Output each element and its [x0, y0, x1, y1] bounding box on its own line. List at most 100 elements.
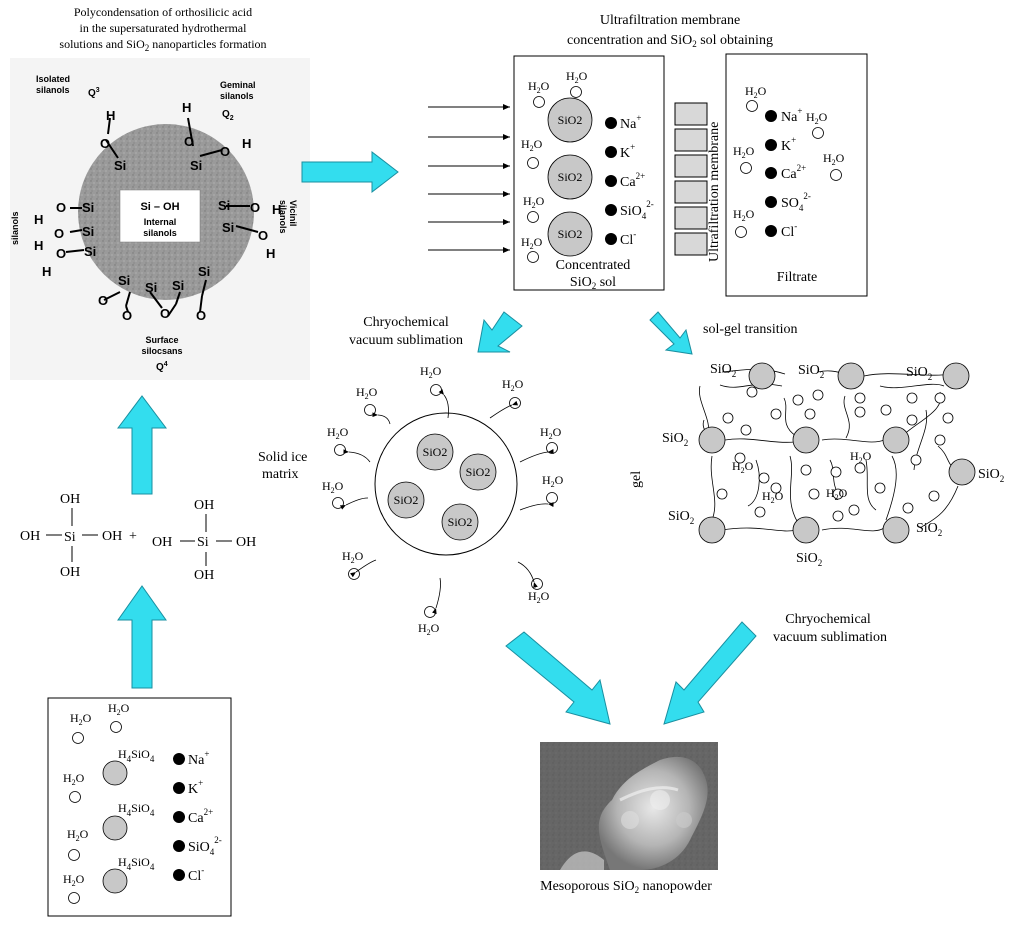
water-label: H2O — [762, 489, 784, 505]
ion-label: K+ — [188, 778, 203, 797]
svg-text:Si: Si — [218, 198, 230, 213]
water-label: H2O — [542, 473, 564, 489]
water-label: H2O — [540, 425, 562, 441]
water-molecule — [533, 96, 545, 108]
water-label: H2O — [733, 207, 755, 223]
svg-text:OH: OH — [152, 535, 172, 550]
h4sio4-label: H4SiO4 — [118, 801, 155, 818]
water-molecule — [910, 454, 922, 466]
water-label: H2O — [70, 711, 92, 727]
svg-text:silanols: silanols — [143, 228, 177, 238]
membrane-label: Ultrafiltration membrane — [707, 122, 722, 262]
svg-text:silanols: silanols — [278, 200, 288, 234]
water-molecule — [880, 404, 892, 416]
svg-text:OH: OH — [194, 568, 214, 583]
ultrafiltration-membrane: Ultrafiltration membrane — [674, 102, 722, 262]
vapor-arrow — [339, 497, 369, 510]
water-label: H2O — [327, 425, 349, 441]
sio2-particle — [792, 516, 820, 544]
svg-text:Internal: Internal — [144, 217, 177, 227]
ion-label: Na+ — [188, 749, 209, 768]
ion-label: Cl- — [781, 221, 797, 240]
sio2-label: SiO2 — [916, 521, 942, 538]
water-molecule — [758, 472, 770, 484]
sublimation-label-2: vacuum sublimation — [349, 333, 463, 348]
sio2-particle — [547, 97, 593, 143]
water-label: H2O — [823, 151, 845, 167]
sio2-particle-label: SiO2 — [394, 493, 419, 507]
sio2-label: SiO2 — [662, 431, 688, 448]
svg-text:H: H — [34, 212, 43, 227]
uf-title: Ultrafiltration membrane concentration a… — [567, 13, 773, 49]
water-label: H2O — [63, 771, 85, 787]
vapor-arrow — [519, 502, 554, 511]
water-molecule — [928, 490, 940, 502]
particle-atoms: Si Si Si Si Si Si Si Si Si Si Si O O O O… — [34, 100, 281, 323]
h4sio4-label: H4SiO4 — [118, 747, 155, 764]
svg-text:Si: Si — [190, 158, 202, 173]
sio2-particle — [416, 433, 454, 471]
sio2-particle — [102, 760, 128, 786]
svg-text:silanols: silanols — [220, 91, 254, 101]
svg-text:silanols: silanols — [36, 85, 70, 95]
ion-dot — [765, 196, 777, 208]
ion-label: Cl- — [620, 229, 636, 248]
water-molecule — [906, 392, 918, 404]
water-molecule — [348, 568, 360, 580]
water-label: H2O — [521, 235, 543, 251]
ion-label: K+ — [781, 135, 796, 154]
concentrated-label: Concentrated — [556, 258, 631, 273]
water-molecule — [332, 497, 344, 509]
water-molecule — [854, 406, 866, 418]
svg-text:Isolated: Isolated — [36, 74, 70, 84]
water-molecule — [754, 506, 766, 518]
water-molecule — [832, 488, 844, 500]
water-label: H2O — [342, 549, 364, 565]
nanopowder-sem-image: Mesoporous SiO2 nanopowder — [540, 742, 718, 895]
water-molecule — [934, 392, 946, 404]
water-molecule — [812, 389, 824, 401]
vapor-arrow — [350, 559, 377, 578]
sio2-particle — [459, 453, 497, 491]
water-molecule — [830, 466, 842, 478]
water-label: H2O — [521, 137, 543, 153]
arrow-up-upper — [117, 395, 167, 495]
water-molecule — [334, 444, 346, 456]
water-label: H2O — [418, 621, 440, 637]
ion-label: K+ — [620, 142, 635, 161]
ion-dot — [173, 811, 185, 823]
ion-dot — [173, 869, 185, 881]
arrow-to-sublimation — [477, 311, 523, 353]
svg-text:Geminal: Geminal — [220, 80, 256, 90]
sio2-particle — [547, 211, 593, 257]
ion-dot — [605, 146, 617, 158]
svg-text:Si: Si — [64, 530, 76, 545]
water-molecule — [830, 169, 842, 181]
svg-text:Si: Si — [84, 244, 96, 259]
sio2-label: SiO2 — [798, 363, 824, 380]
vapor-arrow — [372, 412, 391, 425]
solgel-label: sol-gel transition — [703, 322, 798, 337]
svg-text:+: + — [129, 529, 137, 544]
svg-text:O: O — [250, 200, 260, 215]
water-label: H2O — [733, 144, 755, 160]
water-molecule — [804, 408, 816, 420]
svg-text:OH: OH — [236, 535, 256, 550]
water-label: H2O — [732, 459, 754, 475]
sio2-particle — [882, 516, 910, 544]
svg-text:Si: Si — [82, 224, 94, 239]
svg-text:H: H — [182, 100, 191, 115]
svg-text:Si: Si — [82, 200, 94, 215]
svg-text:Si: Si — [145, 280, 157, 295]
water-molecule — [746, 386, 758, 398]
poly-title-line1: Polycondensation of orthosilicic acid — [74, 5, 252, 19]
water-label: H2O — [523, 194, 545, 210]
svg-text:H: H — [272, 202, 281, 217]
ion-label: SO42- — [781, 191, 811, 213]
water-label: H2O — [108, 701, 130, 717]
svg-text:Vicinil: Vicinil — [288, 200, 298, 226]
water-label: H2O — [850, 449, 872, 465]
water-molecule — [68, 849, 80, 861]
